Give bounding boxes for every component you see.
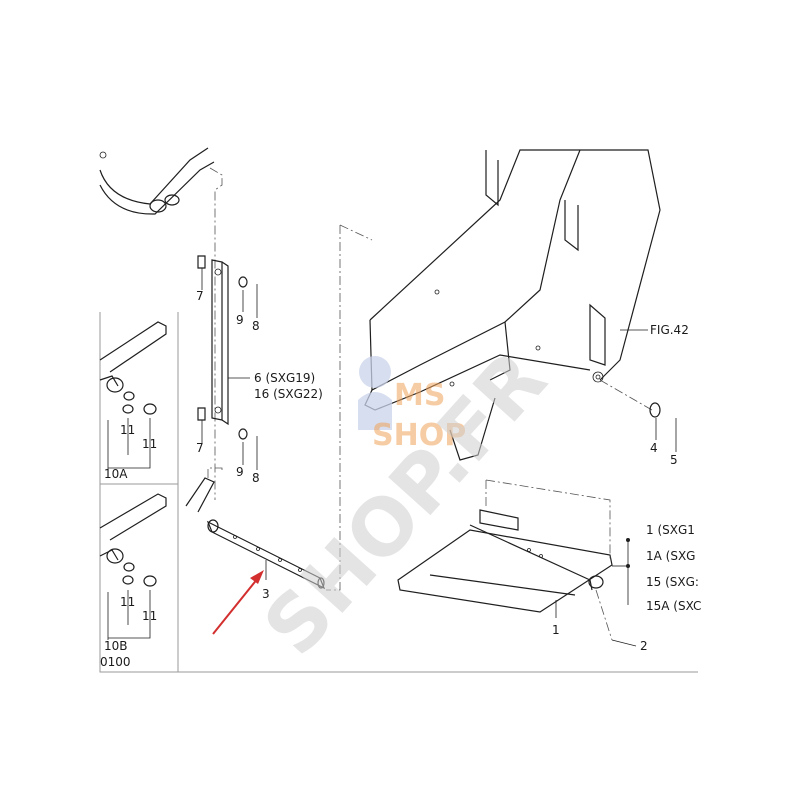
label-part-9-upper: 9 — [236, 313, 244, 327]
label-part-4: 4 — [650, 441, 658, 455]
watermark: MS SHOP SHOP.FR — [247, 335, 564, 673]
label-part-10a: 10A — [104, 467, 128, 481]
label-part-6: 6 (SXG19) — [254, 371, 315, 385]
label-part-15a-sxg: 15A (SXC — [646, 599, 701, 613]
panel-frames — [99, 312, 698, 673]
label-fig-42: FIG.42 — [650, 323, 689, 337]
label-part-8-lower: 8 — [252, 471, 260, 485]
label-part-11-c: 11 — [120, 595, 135, 609]
label-part-11-a: 11 — [120, 423, 135, 437]
callout-labels: 7 9 8 6 (SXG19) 16 (SXG22) 7 9 8 3 11 11… — [100, 289, 701, 669]
logo-ms-text: MS — [394, 378, 445, 413]
label-part-1: 1 — [552, 623, 560, 637]
label-part-11-b: 11 — [142, 437, 157, 451]
shop-logo: MS SHOP — [358, 356, 466, 453]
label-part-11-d: 11 — [142, 609, 157, 623]
logo-shop-text: SHOP — [372, 418, 466, 453]
label-part-16: 16 (SXG22) — [254, 387, 323, 401]
bracket-10a-drawing — [99, 321, 167, 472]
indicator-arrow — [212, 570, 264, 635]
label-part-0100: 0100 — [100, 655, 131, 669]
label-part-10b: 10B — [104, 639, 128, 653]
label-part-8-upper: 8 — [252, 319, 260, 333]
label-part-1-sxg: 1 (SXG1 — [646, 523, 695, 537]
upper-arm-drawing — [99, 147, 223, 500]
callout-dot — [626, 564, 630, 568]
label-part-15-sxg: 15 (SXG: — [646, 575, 699, 589]
label-part-2: 2 — [640, 639, 648, 653]
shaft-drawing — [185, 467, 326, 590]
label-part-5: 5 — [670, 453, 678, 467]
link-bar-drawing — [197, 255, 258, 470]
label-part-7-upper: 7 — [196, 289, 204, 303]
label-part-1a-sxg: 1A (SXG — [646, 549, 695, 563]
label-part-3: 3 — [262, 587, 270, 601]
label-part-9-lower: 9 — [236, 465, 244, 479]
bracket-10b-drawing — [99, 493, 167, 640]
callout-dot — [626, 538, 630, 542]
label-part-7-lower: 7 — [196, 441, 204, 455]
step-plate-drawing — [397, 479, 637, 647]
